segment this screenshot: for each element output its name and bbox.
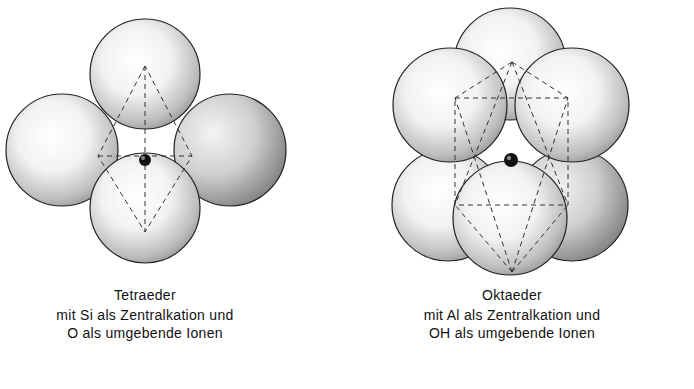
- al-cation: [504, 153, 518, 167]
- cation-highlight: [141, 156, 145, 160]
- octahedron-figure: [392, 8, 629, 275]
- figure-title: Tetraeder: [25, 286, 265, 304]
- si-cation: [139, 154, 151, 166]
- hydroxyl-sphere: [393, 48, 507, 162]
- figure-caption: mit Al als Zentralkation und OH als umge…: [387, 306, 637, 342]
- figure-caption: mit Si als Zentralkation und O als umgeb…: [25, 306, 265, 342]
- label-slot: mit Al als Zentralkation und OH als umge…: [387, 306, 637, 342]
- figure-title: Oktaeder: [387, 286, 637, 304]
- tetrahedron-edges: [98, 66, 192, 232]
- hydroxyl-sphere: [453, 161, 567, 275]
- label-slot: Oktaeder: [387, 286, 637, 304]
- cation-highlight: [507, 156, 511, 160]
- label-slot: mit Si als Zentralkation und O als umgeb…: [25, 306, 265, 342]
- octahedron-edges: [455, 62, 568, 272]
- hydroxyl-sphere: [515, 48, 629, 162]
- tetrahedron-figure: [6, 19, 286, 263]
- label-slot: Tetraeder: [25, 286, 265, 304]
